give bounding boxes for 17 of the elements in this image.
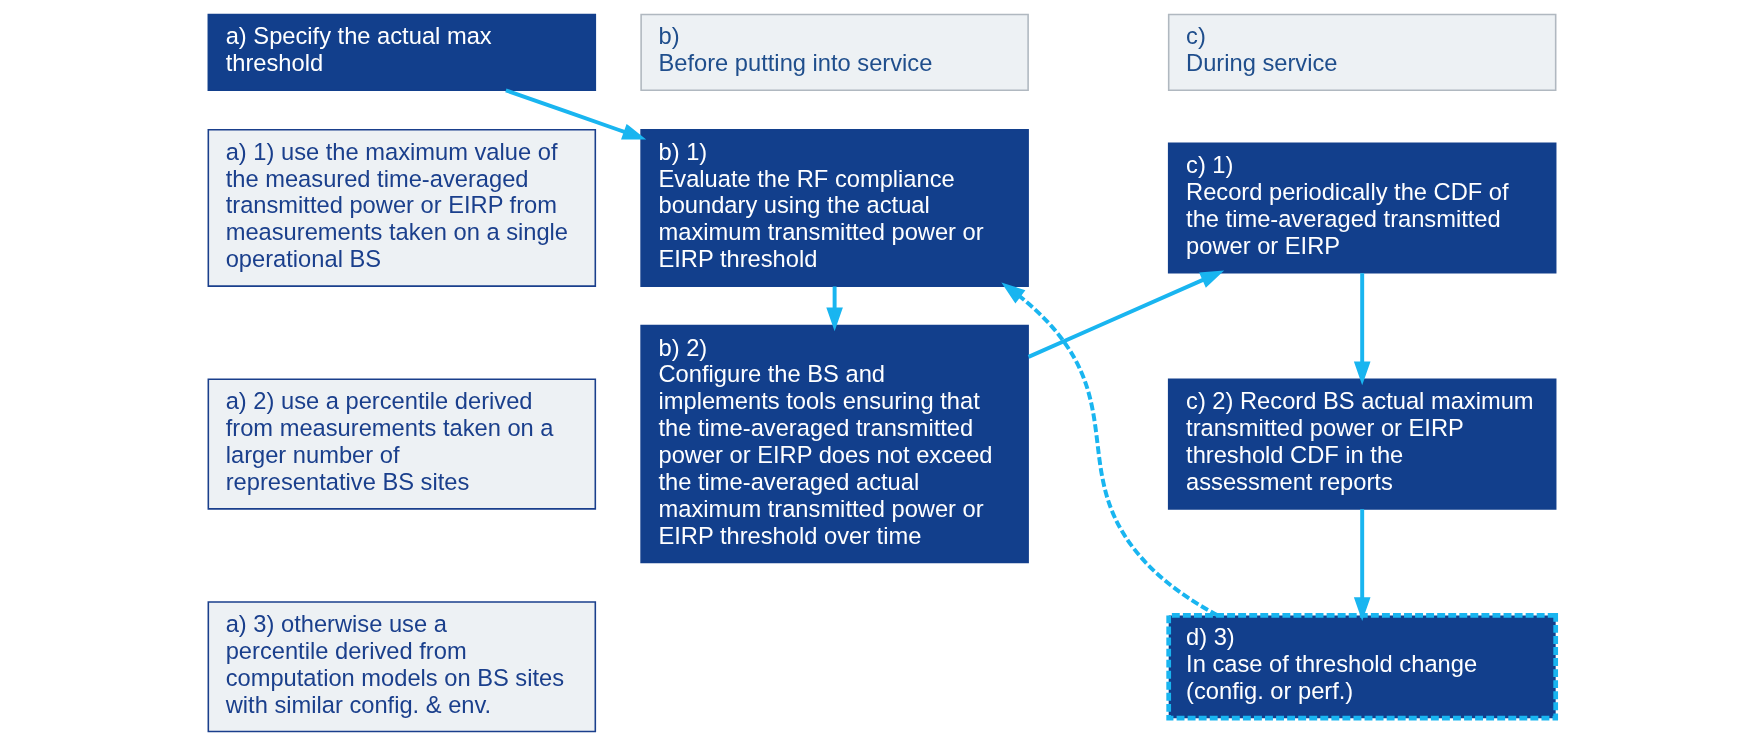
node-box: b) 2) Configure the BS and implements tools ensuring that the time-averaged transmitted power or EIRP does not exceed the time-averaged actual maximum transmitted power or EIRP threshold over time [639,324,1029,564]
arrow [1353,509,1370,622]
node-box: b) Before putting into service [639,13,1029,92]
node-box: c) 1) Record periodically the CDF of the time-averaged transmitted power or EIRP [1167,142,1556,274]
node-box: a) 3) otherwise use a percentile derived from computation models on BS sites with similar config. & env. [207,601,596,733]
node-box: a) 2) use a percentile derived from measurements taken on a larger number of representative BS sites [207,378,596,510]
node-box: c) During service [1167,13,1556,92]
node-box: d) 3) In case of threshold change (config. or perf.) [1165,613,1558,721]
node-box: a) 1) use the maximum value of the measured time-averaged transmitted power or EIRP from measurements taken on a single operational BS [207,128,596,287]
arrow [504,88,646,140]
arrow [1000,282,1219,617]
arrow [825,286,843,332]
node-box: a) Specify the actual max threshold [207,13,596,92]
arrow [1353,273,1370,386]
node-box: b) 1) Evaluate the RF compliance boundary using the actual maximum transmitted power or EIRP threshold [639,128,1029,287]
node-box: c) 2) Record BS actual maximum transmitted power or EIRP threshold CDF in the assessment reports [1167,378,1556,510]
arrow [1027,270,1224,359]
